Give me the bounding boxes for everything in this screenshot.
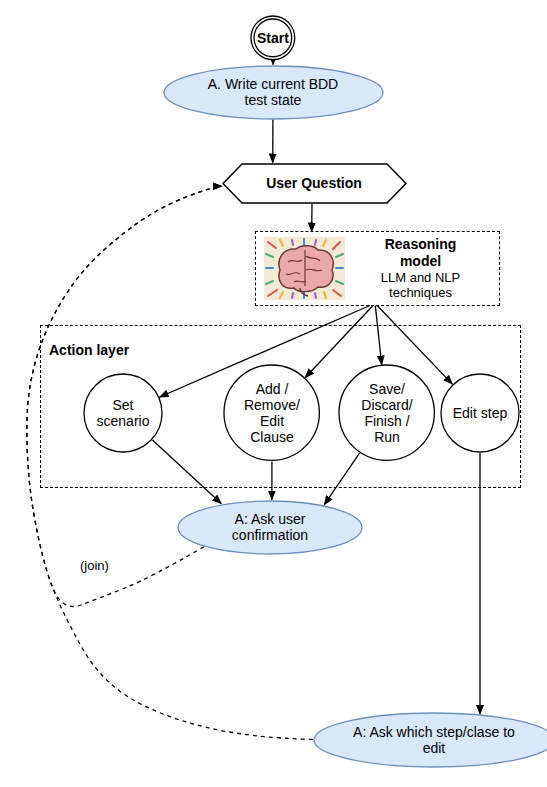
action-circle: Add / Remove/ Edit Clause: [223, 364, 320, 461]
action-layer-box: Action layerSet scenario Add / Remove/ Ed…: [40, 325, 521, 488]
action-circle: Set scenario: [83, 373, 163, 453]
text-block: Start: [257, 30, 289, 46]
arrow-connector: [271, 462, 272, 500]
node-text: Save/ Discard/ Finish / Run: [356, 381, 418, 445]
text-block: Set scenario: [92, 397, 154, 429]
text-block: Reasoning modelLLM and NLP techniques: [348, 236, 493, 300]
node-text: Action layer: [49, 342, 129, 358]
action-ellipse: A: Ask user confirmation: [177, 500, 363, 555]
circle-outline: [224, 365, 319, 460]
node-text: Edit step: [453, 405, 507, 421]
text-block: Save/ Discard/ Finish / Run: [356, 381, 418, 445]
circle-outline: [84, 374, 162, 452]
action-circle: Edit step: [440, 373, 520, 453]
arrow-connector: [324, 453, 359, 505]
reasoning-box: Reasoning modelLLM and NLP techniques: [255, 231, 500, 305]
text-block: A: Ask which step/clase to edit: [351, 724, 516, 756]
node-text: Reasoning model: [379, 236, 463, 268]
circle-outline: [254, 19, 292, 57]
arrow-connector: [152, 440, 221, 504]
arrow-connector: [272, 120, 273, 163]
question-hexagon: User Question: [222, 163, 407, 204]
action-ellipse: A. Write current BDD test state: [163, 65, 384, 120]
node-text: LLM and NLP techniques: [348, 271, 493, 301]
text-block: Add / Remove/ Edit Clause: [241, 381, 303, 445]
brain-picture: [264, 237, 345, 300]
node-text: A: Ask user confirmation: [220, 511, 320, 543]
text-block: User Question: [266, 175, 362, 191]
text-block: A: Ask user confirmation: [220, 511, 320, 543]
ellipse-outline: [178, 501, 362, 554]
hexagon-outline: [223, 164, 406, 203]
action-ellipse: A: Ask which step/clase to edit: [313, 712, 547, 768]
text-block: A. Write current BDD test state: [198, 76, 348, 108]
node-text: Add / Remove/ Edit Clause: [241, 381, 303, 445]
dashed-connector: [27, 186, 222, 606]
circle-outline: [339, 365, 434, 460]
node-text: Start: [257, 30, 289, 46]
node-text: User Question: [266, 175, 362, 191]
ellipse-outline: [314, 713, 547, 767]
start-node: Start: [250, 15, 296, 61]
node-text: A: Ask which step/clase to edit: [351, 724, 516, 756]
edge-label: (join): [78, 558, 111, 573]
circle-outline: [441, 374, 519, 452]
circle-outline: [251, 16, 295, 60]
arrow-connector: [311, 204, 313, 232]
text-block: Edit step: [453, 405, 507, 421]
arrow-connector: [305, 306, 373, 378]
ellipse-outline: [164, 66, 383, 119]
node-text: A. Write current BDD test state: [198, 76, 348, 108]
arrow-connector: [272, 61, 273, 65]
text-block: Action layer: [49, 342, 129, 358]
action-circle: Save/ Discard/ Finish / Run: [338, 364, 435, 461]
arrow-connector: [479, 453, 480, 714]
arrow-connector: [375, 306, 381, 365]
node-text: Set scenario: [92, 397, 154, 429]
